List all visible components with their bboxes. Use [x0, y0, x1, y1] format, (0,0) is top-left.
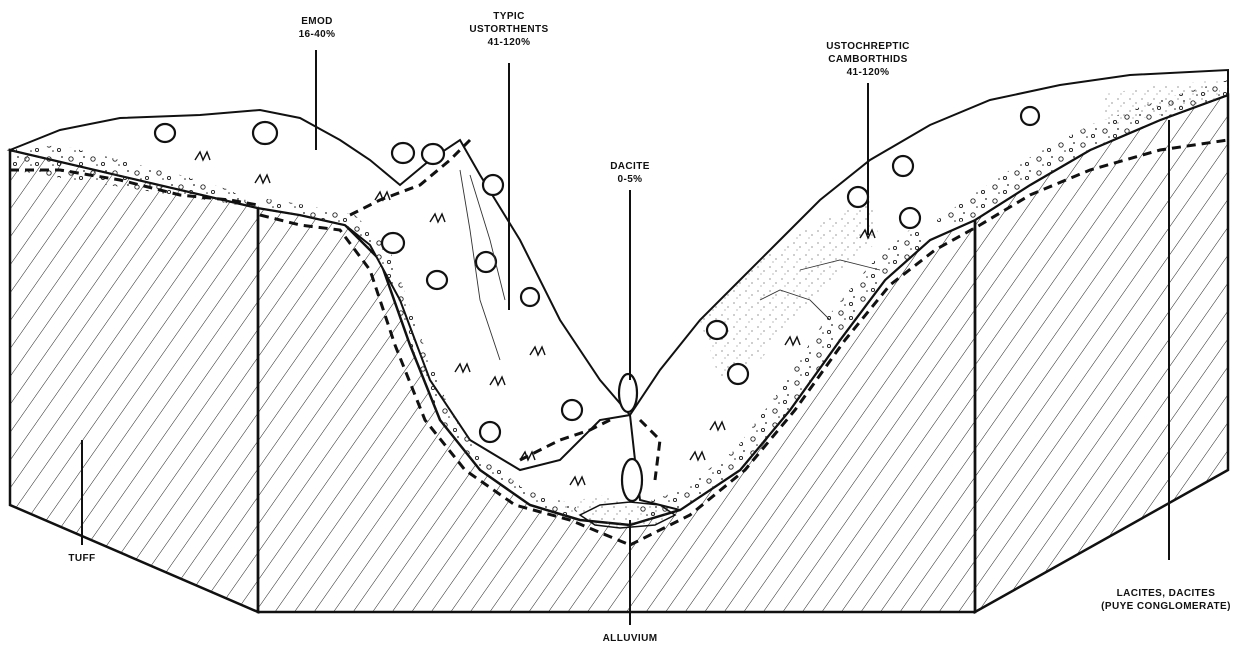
boulder: [562, 400, 582, 420]
label-emod: EMOD 16-40%: [290, 15, 344, 41]
label-emod-range: 16-40%: [290, 28, 344, 41]
label-tuff-text: TUFF: [62, 552, 102, 565]
label-emod-name: EMOD: [290, 15, 344, 28]
boulder: [900, 208, 920, 228]
label-lacites-dacites: LACITES, DACITES (PUYE CONGLOMERATE): [1092, 587, 1240, 613]
boulder: [480, 422, 500, 442]
label-lacites-line2: (PUYE CONGLOMERATE): [1092, 600, 1240, 613]
boulder: [483, 175, 503, 195]
boulder: [382, 233, 404, 253]
label-dacite-range: 0-5%: [600, 173, 660, 186]
boulder: [427, 271, 447, 289]
boulder: [476, 252, 496, 272]
label-ustochreptic-range: 41-120%: [813, 66, 923, 79]
label-alluvium-text: ALLUVIUM: [590, 632, 670, 645]
boulder: [155, 124, 175, 142]
label-typic-line2: USTORTHENTS: [464, 23, 554, 36]
left-block-face: [10, 150, 258, 612]
boulder: [893, 156, 913, 176]
boulder: [707, 321, 727, 339]
label-dacite: DACITE 0-5%: [600, 160, 660, 186]
label-ustochreptic-line2: CAMBORTHIDS: [813, 53, 923, 66]
label-lacites-line1: LACITES, DACITES: [1092, 587, 1240, 600]
boulder: [848, 187, 868, 207]
label-ustochreptic-line1: USTOCHREPTIC: [813, 40, 923, 53]
boulder: [253, 122, 277, 144]
label-typic-ustorthents: TYPIC USTORTHENTS 41-120%: [464, 10, 554, 49]
boulder: [622, 459, 642, 501]
label-alluvium: ALLUVIUM: [590, 632, 670, 645]
boulder: [1021, 107, 1039, 125]
boulder: [422, 144, 444, 164]
label-ustochreptic-camborthids: USTOCHREPTIC CAMBORTHIDS 41-120%: [813, 40, 923, 79]
label-typic-range: 41-120%: [464, 36, 554, 49]
boulder: [728, 364, 748, 384]
label-tuff: TUFF: [62, 552, 102, 565]
boulder: [392, 143, 414, 163]
label-typic-line1: TYPIC: [464, 10, 554, 23]
boulder: [521, 288, 539, 306]
boulder: [619, 374, 637, 412]
label-dacite-name: DACITE: [600, 160, 660, 173]
